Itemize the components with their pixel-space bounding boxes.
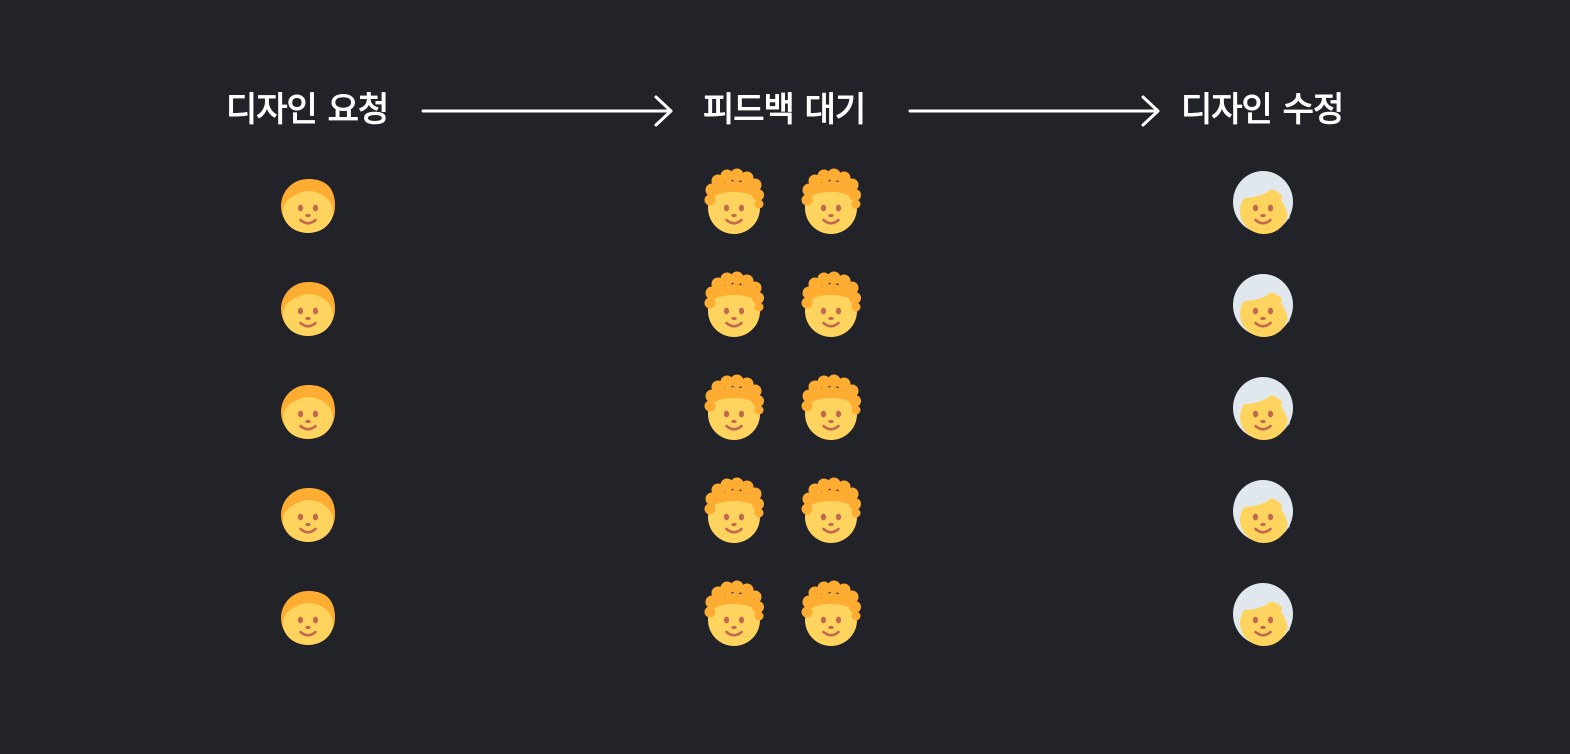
white-hair-face-icon <box>1233 274 1293 337</box>
curly-hair-face-icon <box>704 580 764 646</box>
curly-hair-face-icon <box>801 168 861 234</box>
child-face-icon <box>281 488 335 542</box>
stage-label-design-revision: 디자인 수정 <box>1181 90 1344 130</box>
stage-label-feedback-waiting: 피드백 대기 <box>703 90 866 130</box>
flow-arrow-request-to-feedback <box>421 95 673 127</box>
white-hair-face-icon <box>1233 583 1293 646</box>
white-hair-face-icon <box>1233 171 1293 234</box>
white-hair-face-icon <box>1233 480 1293 543</box>
white-hair-face-icon <box>1233 377 1293 440</box>
child-face-icon <box>281 591 335 645</box>
curly-hair-face-icon <box>801 580 861 646</box>
child-face-icon <box>281 179 335 233</box>
stage-label-design-request: 디자인 요청 <box>226 90 389 130</box>
flow-arrow-feedback-to-revision <box>908 95 1160 127</box>
curly-hair-face-icon <box>704 477 764 543</box>
child-face-icon <box>281 282 335 336</box>
child-face-icon <box>281 385 335 439</box>
curly-hair-face-icon <box>801 271 861 337</box>
curly-hair-face-icon <box>704 168 764 234</box>
curly-hair-face-icon <box>801 374 861 440</box>
curly-hair-face-icon <box>704 271 764 337</box>
curly-hair-face-icon <box>704 374 764 440</box>
curly-hair-face-icon <box>801 477 861 543</box>
